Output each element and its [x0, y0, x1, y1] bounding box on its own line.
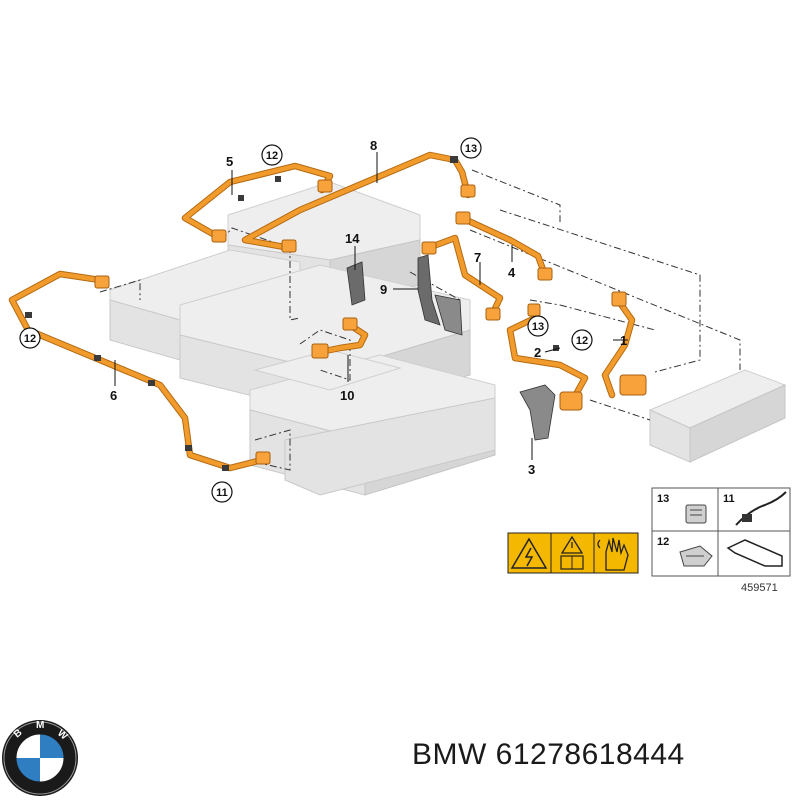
bmw-logo: B M W	[2, 720, 78, 796]
callout-12-mid: 12	[576, 335, 588, 347]
high-voltage-warning-icon	[510, 537, 548, 569]
legend-label-13: 13	[657, 493, 669, 505]
cable-8	[241, 151, 476, 253]
legend-label-11: 11	[723, 493, 735, 505]
protective-glove-icon	[597, 537, 629, 571]
callout-5: 5	[226, 154, 233, 169]
callout-12-left: 12	[24, 333, 36, 345]
brand-part-number: BMW 61278618444	[412, 738, 685, 772]
parts-legend-box: 13 11 12 459571	[651, 487, 791, 594]
callout-3: 3	[528, 462, 535, 477]
cable-5	[181, 162, 334, 243]
reference-number: 459571	[741, 582, 778, 594]
cable-2	[506, 303, 589, 411]
callout-8: 8	[370, 138, 377, 153]
cable-4	[455, 211, 553, 281]
svg-text:M: M	[36, 720, 44, 731]
bracket-14	[346, 261, 366, 306]
battery-housing	[109, 181, 787, 496]
cable-6	[8, 270, 271, 472]
bracket-9	[417, 254, 463, 336]
callout-11-bottom: 11	[216, 487, 228, 499]
clip-part-icon	[679, 545, 713, 567]
callout-13-mid: 13	[532, 321, 544, 333]
callout-14: 14	[345, 231, 360, 246]
cable-7	[421, 234, 504, 321]
callout-labels: 1 2 3 4 5 6 7 8 9 10 14	[110, 138, 627, 477]
cable-1	[601, 291, 647, 399]
callout-13-top: 13	[465, 143, 477, 155]
callout-10: 10	[340, 388, 354, 403]
read-manual-caution-icon	[560, 535, 584, 570]
routing-arrow-icon	[726, 539, 783, 567]
cable-tie-icon	[735, 491, 787, 526]
brand-name: BMW	[412, 738, 487, 771]
callout-6: 6	[110, 388, 117, 403]
callout-4: 4	[508, 265, 516, 280]
cable-10	[311, 317, 369, 359]
callout-9: 9	[380, 282, 387, 297]
callout-1: 1	[620, 333, 627, 348]
callout-2: 2	[534, 345, 541, 360]
circled-callouts: 12 12 12 13 13 11	[19, 137, 593, 503]
callout-leaders	[114, 152, 628, 460]
part-number: 61278618444	[495, 738, 685, 771]
warning-label-panel	[507, 532, 639, 574]
callout-7: 7	[474, 250, 481, 265]
bracket-3	[519, 384, 556, 441]
connector-part-icon	[685, 504, 707, 524]
callout-12-top: 12	[266, 150, 278, 162]
legend-label-12: 12	[657, 536, 669, 548]
